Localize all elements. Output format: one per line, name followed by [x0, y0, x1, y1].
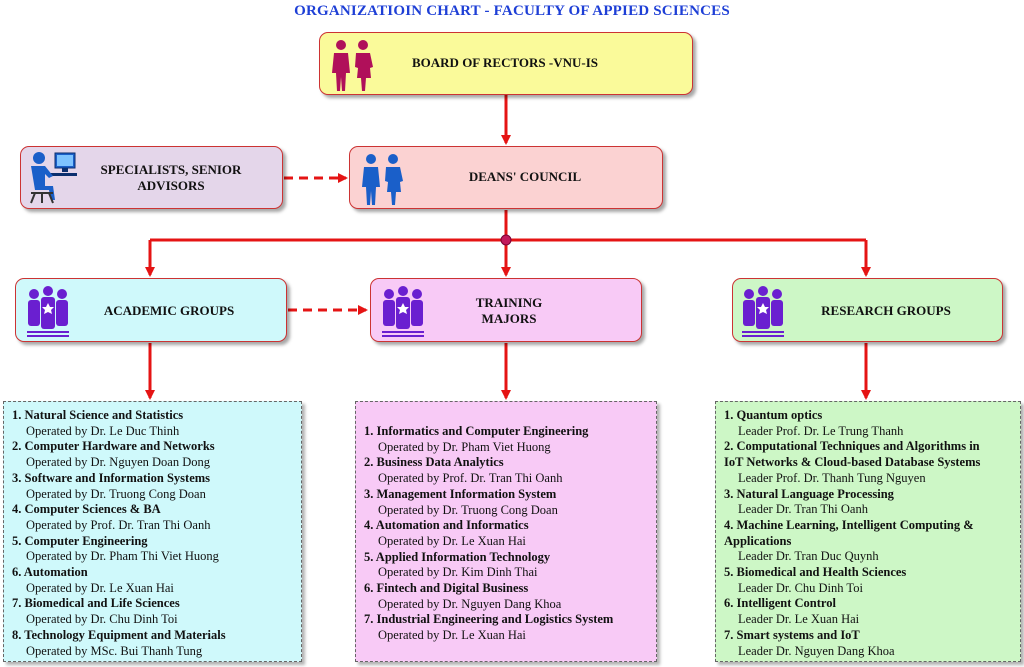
research-groups-box: RESEARCH GROUPS: [732, 278, 1003, 342]
list-item: 2. Computational Techniques and Algorith…: [724, 439, 981, 485]
academic-groups-box: ACADEMIC GROUPS: [15, 278, 287, 342]
specialists-advisors-box: SPECIALISTS, SENIOR ADVISORS: [20, 146, 283, 209]
branch-junction-dot: [500, 234, 512, 246]
list-item: 7. Industrial Engineering and Logistics …: [364, 612, 614, 643]
business-people-icon: [332, 40, 373, 91]
list-item: 4. Machine Learning, Intelligent Computi…: [724, 517, 974, 564]
group-people-icon: [742, 286, 784, 337]
business-people-icon: [362, 154, 403, 205]
deans-council-box: DEANS' COUNCIL: [349, 146, 663, 209]
computer-user-icon: [30, 152, 77, 204]
research-groups-label: RESEARCH GROUPS: [821, 303, 951, 318]
chart-title: ORGANIZATIOIN CHART - FACULTY OF APPIED …: [294, 3, 730, 19]
training-majors-label: TRAINING MAJORS: [475, 295, 543, 326]
academic-groups-label: ACADEMIC GROUPS: [103, 303, 235, 318]
deans-council-label: DEANS' COUNCIL: [468, 169, 582, 184]
board-of-rectors-label: BOARD OF RECTORS -VNU-IS: [412, 55, 598, 70]
board-of-rectors-box: BOARD OF RECTORS -VNU-IS: [319, 32, 693, 95]
specialists-advisors-label: SPECIALISTS, SENIOR ADVISORS: [100, 162, 242, 193]
group-people-icon: [382, 286, 424, 337]
group-people-icon: [27, 286, 69, 337]
training-majors-box: TRAINING MAJORS: [370, 278, 642, 342]
